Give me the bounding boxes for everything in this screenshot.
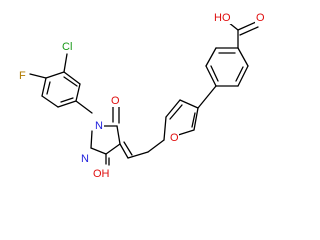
furan-oxygen-label: O bbox=[170, 132, 179, 144]
bond bbox=[235, 66, 244, 82]
fluorine-label: F bbox=[19, 70, 26, 82]
bond bbox=[127, 151, 149, 159]
bond bbox=[60, 97, 74, 103]
bond bbox=[205, 65, 217, 87]
bond bbox=[165, 99, 181, 118]
acid-carbonyl-oxygen-label: O bbox=[256, 12, 265, 24]
atom-labels: Cl F N N O O OH HO O bbox=[18, 11, 265, 180]
bond bbox=[63, 53, 68, 73]
bond bbox=[197, 85, 217, 109]
bond bbox=[57, 100, 77, 108]
acid-hydroxyl-label: HO bbox=[214, 12, 231, 24]
bond bbox=[119, 143, 129, 159]
bond bbox=[239, 26, 259, 36]
bond bbox=[46, 81, 51, 95]
bonds bbox=[29, 21, 259, 166]
bond bbox=[41, 95, 59, 108]
hydroxyl-label: OH bbox=[93, 168, 110, 180]
bond bbox=[41, 77, 47, 97]
bond bbox=[63, 71, 81, 85]
bond bbox=[90, 130, 93, 149]
bond bbox=[237, 47, 249, 67]
structure-canvas: Cl F N N O O OH HO O bbox=[18, 11, 265, 180]
bond bbox=[179, 99, 199, 109]
bond bbox=[116, 125, 121, 145]
bond bbox=[191, 112, 196, 128]
bond bbox=[237, 65, 249, 87]
nitrogen-label-2: N bbox=[81, 153, 89, 165]
bond bbox=[63, 76, 78, 87]
bond bbox=[75, 83, 81, 102]
bond bbox=[75, 100, 93, 114]
ketone-oxygen-label: O bbox=[111, 95, 120, 107]
bond bbox=[90, 147, 107, 155]
bond bbox=[210, 65, 219, 82]
molecule-structure: Cl F N N O O OH HO O bbox=[18, 11, 265, 180]
bond bbox=[237, 21, 257, 31]
bond bbox=[123, 141, 133, 156]
bond bbox=[147, 139, 165, 153]
nitrogen-label-1: N bbox=[95, 120, 103, 132]
bond bbox=[193, 107, 199, 131]
bond bbox=[29, 73, 47, 79]
chlorine-label: Cl bbox=[62, 41, 72, 53]
bond bbox=[205, 47, 217, 67]
bond bbox=[169, 104, 183, 120]
bond bbox=[163, 116, 167, 141]
bond bbox=[45, 71, 65, 79]
bond bbox=[105, 143, 121, 155]
